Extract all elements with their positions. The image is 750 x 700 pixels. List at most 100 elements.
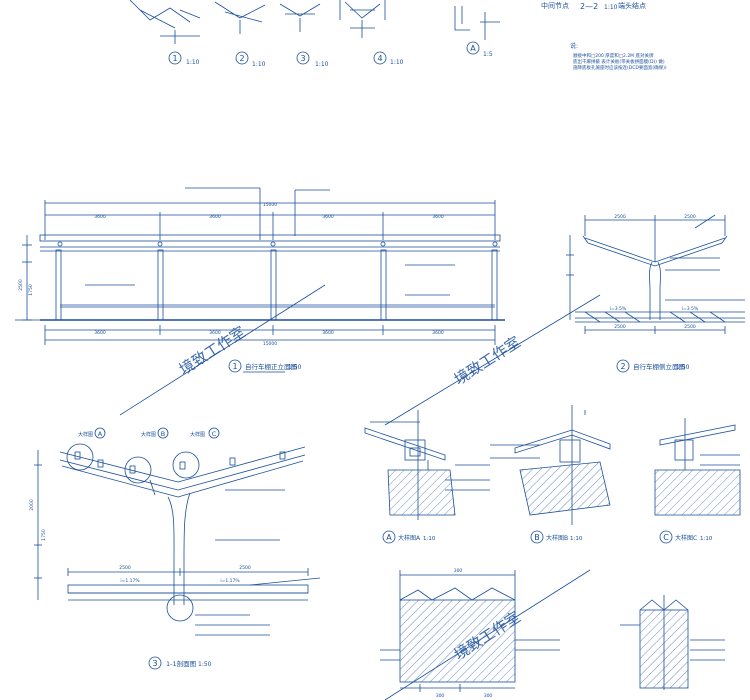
node-scale: 1:10 bbox=[604, 4, 618, 11]
side-elevation-text: 2500 2500 2500 2500 i=3.5% i=3.5% 2 自行车棚… bbox=[610, 214, 699, 373]
front-dim-top-4: 3600 bbox=[432, 214, 444, 220]
detail-a-circle bbox=[382, 530, 396, 544]
side-dim-bottom-2: 2500 bbox=[684, 324, 696, 330]
node-title: 中间节点 bbox=[541, 1, 569, 10]
detail-a-text: A 大样图A 1:10 bbox=[382, 530, 436, 544]
detail-a bbox=[364, 410, 490, 520]
front-dim-bottom-3: 3600 bbox=[322, 330, 334, 336]
detail-scale-4: 1:10 bbox=[390, 59, 404, 66]
section-view bbox=[34, 443, 321, 636]
detail-b-label: B bbox=[534, 533, 540, 542]
detail-c-circle bbox=[659, 530, 673, 544]
side-dim-top-1: 2500 bbox=[614, 214, 626, 220]
foundation-dim-bottom-1: 300 bbox=[436, 693, 445, 699]
front-label-circle bbox=[228, 359, 242, 373]
detail-scale-3: 1:10 bbox=[315, 61, 329, 68]
front-dim-top-1: 3600 bbox=[94, 214, 106, 220]
front-dim-total-bottom: 15000 bbox=[263, 341, 277, 347]
watermark bbox=[119, 284, 601, 700]
side-label-circle bbox=[616, 359, 630, 373]
callout-a-prefix: 大样图 bbox=[78, 431, 93, 438]
detail-c-label: C bbox=[663, 533, 669, 542]
front-title: 自行车棚正立面图 bbox=[245, 362, 297, 371]
section-dim-bottom-1: 2500 bbox=[119, 565, 131, 571]
front-dim-total: 15000 bbox=[263, 202, 277, 208]
foundation-detail-1 bbox=[380, 570, 560, 692]
detail-b-scale: 1:10 bbox=[570, 536, 583, 542]
detail-c-scale: 1:10 bbox=[700, 536, 713, 542]
detail-a-scale: 1:10 bbox=[423, 536, 436, 542]
top-detail-labels: 1 1:10 2 1:10 3 1:10 4 1:10 A 1:5 中间节点 2… bbox=[168, 1, 667, 71]
detail-b bbox=[490, 405, 611, 525]
front-dim-top-3: 3600 bbox=[322, 214, 334, 220]
detail-c bbox=[654, 418, 741, 516]
callout-c-circle bbox=[208, 427, 220, 439]
foundation-detail-2 bbox=[620, 595, 725, 690]
section-label-circle bbox=[148, 656, 162, 670]
section-title: 1-1剖面图 bbox=[166, 659, 196, 668]
detail-b-text: B 大样图B 1:10 bbox=[530, 530, 583, 544]
side-slope-right: i=3.5% bbox=[682, 306, 699, 312]
detail-label-4-circle bbox=[373, 51, 387, 65]
section-dim-left-2: 1750 bbox=[41, 529, 47, 541]
detail-scale-a: 1:5 bbox=[483, 51, 493, 58]
front-dim-top-2: 3600 bbox=[209, 214, 221, 220]
detail-label-2-circle bbox=[235, 51, 249, 65]
side-label-number: 2 bbox=[620, 362, 625, 371]
foundation-dim-bottom-2: 300 bbox=[484, 693, 493, 699]
detail-c-text: C 大样图C 1:10 bbox=[659, 530, 713, 544]
foundation-detail-1-text: 300 300 300 bbox=[436, 568, 493, 699]
side-title: 自行车棚侧立面图 bbox=[633, 362, 685, 371]
end-node-title: 端头结点 bbox=[618, 1, 646, 10]
detail-b-title: 大样图B bbox=[546, 534, 568, 542]
callout-c: C bbox=[212, 430, 217, 438]
section-label-number: 3 bbox=[152, 659, 157, 668]
detail-label-a: A bbox=[470, 44, 476, 53]
detail-label-1: 1 bbox=[172, 54, 177, 63]
detail-c-title: 大样图C bbox=[675, 534, 697, 542]
front-dim-bottom-1: 3600 bbox=[94, 330, 106, 336]
detail-label-a-circle bbox=[466, 41, 480, 55]
detail-label-4: 4 bbox=[377, 54, 382, 63]
front-elevation-text: 15000 3600 3600 3600 3600 3600 3600 3600… bbox=[18, 202, 444, 373]
front-label-number: 1 bbox=[232, 362, 237, 371]
detail-b-circle bbox=[530, 530, 544, 544]
node-section: 2—2 bbox=[580, 2, 598, 11]
front-dim-left-2: 1750 bbox=[28, 284, 34, 296]
section-scale: 1:50 bbox=[198, 661, 212, 668]
front-elevation bbox=[15, 187, 505, 345]
detail-label-3: 3 bbox=[300, 54, 305, 63]
side-elevation bbox=[566, 214, 745, 334]
top-details-strip bbox=[129, 0, 500, 44]
detail-scale-2: 1:10 bbox=[252, 61, 266, 68]
detail-label-3-circle bbox=[296, 51, 310, 65]
side-slope-left: i=3.5% bbox=[610, 306, 627, 312]
section-view-text: A 大样图 B 大样图 C 大样图 2500 2500 i=1.17% i=1.… bbox=[29, 427, 251, 670]
watermark-text-2: 境致工作室 bbox=[451, 333, 524, 389]
callout-b-circle bbox=[157, 427, 169, 439]
notes-line-3: 施降底板孔施座时应该按连(DCD要面宽(确保)) bbox=[573, 64, 667, 71]
side-scale: 1:50 bbox=[676, 364, 690, 371]
callout-a: A bbox=[98, 430, 103, 438]
front-scale: 1:50 bbox=[288, 364, 302, 371]
callout-c-prefix: 大样图 bbox=[190, 431, 205, 438]
side-dim-top-2: 2500 bbox=[684, 214, 696, 220]
section-slope-left: i=1.17% bbox=[120, 578, 140, 584]
section-dim-left-1: 2000 bbox=[29, 499, 35, 511]
callout-a-circle bbox=[94, 427, 106, 439]
front-dim-bottom-4: 3600 bbox=[432, 330, 444, 336]
notes-line-2: 底出干麻拼蔽 表计关板(带关板拼面膜(D)) 做) bbox=[573, 58, 665, 65]
callout-b-prefix: 大样图 bbox=[141, 431, 156, 438]
detail-label-1-circle bbox=[168, 51, 182, 65]
section-slope-right: i=1.17% bbox=[220, 578, 240, 584]
front-dim-bottom-2: 3600 bbox=[209, 330, 221, 336]
callout-b: B bbox=[161, 430, 165, 438]
foundation-dim-top: 300 bbox=[454, 568, 463, 574]
notes-line-1: 顺接中和□200 厚度和□2.2M 底对关牌 bbox=[573, 52, 654, 59]
detail-label-2: 2 bbox=[239, 54, 244, 63]
detail-scale-1: 1:10 bbox=[186, 59, 200, 66]
section-dim-bottom-2: 2500 bbox=[239, 565, 251, 571]
notes-heading: 说: bbox=[570, 42, 578, 50]
front-dim-left-1: 2500 bbox=[18, 279, 24, 291]
